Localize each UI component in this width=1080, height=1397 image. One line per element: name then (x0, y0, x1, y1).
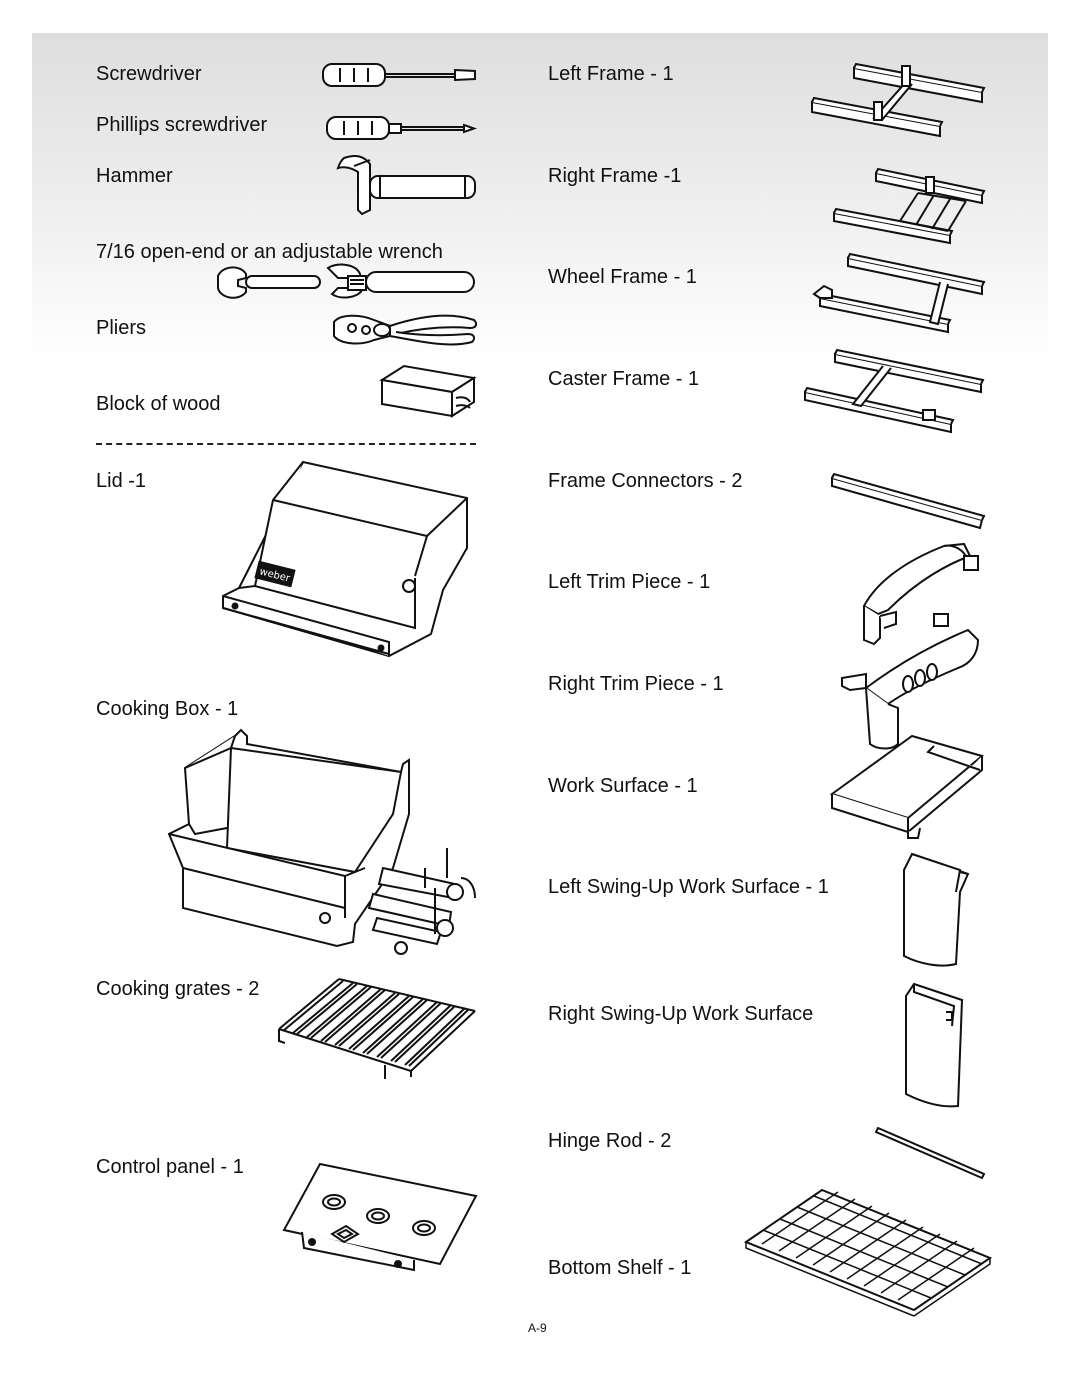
label-screwdriver: Screwdriver (96, 63, 202, 85)
label-control-panel: Control panel - 1 (96, 1156, 244, 1178)
lid-illustration: weber (215, 458, 481, 668)
cooking-box-illustration (165, 728, 480, 956)
label-block-of-wood: Block of wood (96, 393, 221, 415)
right-swing-up-work-surface-illustration (900, 982, 966, 1110)
label-bottom-shelf: Bottom Shelf - 1 (548, 1257, 692, 1279)
section-divider (96, 443, 476, 445)
pliers-illustration (330, 308, 480, 352)
label-phillips-screwdriver: Phillips screwdriver (96, 114, 268, 136)
label-hammer: Hammer (96, 165, 173, 187)
grate-bars (279, 979, 475, 1071)
hinge-rod-illustration (874, 1124, 988, 1180)
left-frame-illustration (810, 62, 986, 142)
bottom-shelf-illustration (744, 1186, 994, 1314)
right-frame-illustration (830, 165, 986, 245)
label-hinge-rod: Hinge Rod - 2 (548, 1130, 672, 1152)
label-cooking-grates: Cooking grates - 2 (96, 978, 260, 1000)
wheel-frame-illustration (812, 252, 986, 336)
control-panel-illustration (280, 1160, 480, 1278)
right-trim-piece-illustration (838, 604, 984, 752)
phillips-screwdriver-illustration (324, 113, 480, 143)
label-right-frame: Right Frame -1 (548, 165, 682, 187)
frame-connector-illustration (830, 472, 986, 532)
label-left-frame: Left Frame - 1 (548, 63, 674, 85)
label-wheel-frame: Wheel Frame - 1 (548, 266, 697, 288)
left-swing-up-work-surface-illustration (900, 852, 974, 970)
label-wrench: 7/16 open-end or an adjustable wrench (96, 241, 443, 263)
label-left-swing-up-work-surface: Left Swing-Up Work Surface - 1 (548, 876, 829, 898)
label-right-trim-piece: Right Trim Piece - 1 (548, 673, 724, 695)
cooking-grates-illustration (275, 975, 480, 1083)
page-number: A-9 (528, 1321, 547, 1335)
label-pliers: Pliers (96, 317, 147, 339)
left-trim-piece-illustration (858, 540, 984, 650)
wood-block-illustration (380, 362, 478, 418)
label-lid: Lid -1 (96, 470, 147, 492)
label-left-trim-piece: Left Trim Piece - 1 (548, 571, 711, 593)
wrench-illustration (210, 262, 480, 302)
screwdriver-illustration (320, 60, 480, 90)
label-right-swing-up-work-surface: Right Swing-Up Work Surface (548, 1003, 814, 1025)
shelf-wire-grid (762, 1192, 982, 1300)
caster-frame-illustration (803, 348, 986, 438)
label-work-surface: Work Surface - 1 (548, 775, 698, 797)
label-cooking-box: Cooking Box - 1 (96, 698, 239, 720)
label-caster-frame: Caster Frame - 1 (548, 368, 700, 390)
work-surface-illustration (830, 730, 986, 842)
label-frame-connectors: Frame Connectors - 2 (548, 470, 743, 492)
hammer-illustration (330, 150, 480, 218)
